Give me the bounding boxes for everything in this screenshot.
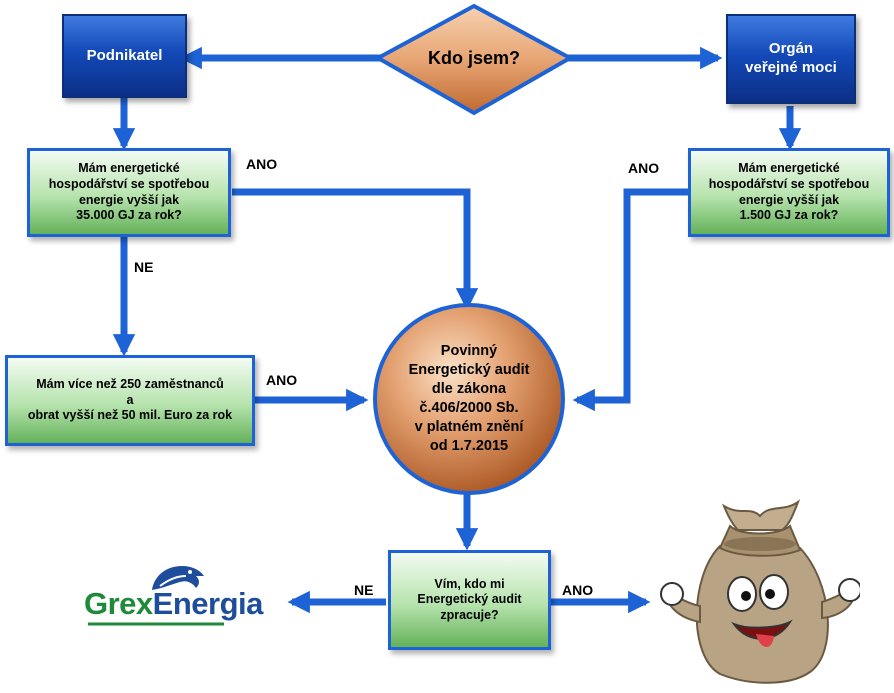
- arrow-energy-yes-to-audit: [232, 188, 479, 311]
- label-ne-know: NE: [354, 582, 374, 598]
- label-ano-employees: ANO: [266, 372, 298, 388]
- logo-wordmark: GrexEnergia: [84, 586, 263, 622]
- grexenergia-logo: GrexEnergia: [84, 560, 284, 630]
- box-know-who: Vím, kdo mi Energetický audit zpracuje?: [388, 550, 551, 650]
- question-text: Kdo jsem?: [427, 47, 520, 68]
- box-authority-energy: Mám energetické hospodářství se spotřebo…: [688, 148, 890, 237]
- box-entrepreneur-energy: Mám energetické hospodářství se spotřebo…: [27, 148, 231, 237]
- arrow-authority-yes-to-audit: [572, 188, 690, 412]
- label-ano-know: ANO: [562, 582, 594, 598]
- label-ano-entrepreneur: ANO: [246, 156, 278, 172]
- eagle-head-icon: [152, 566, 204, 590]
- label-ano-authority: ANO: [628, 160, 660, 176]
- audit-result-text: Povinný Energetický audit dle zákona č.4…: [408, 343, 530, 454]
- logo-swoosh: [88, 622, 224, 626]
- logo-text-grex: Grex: [84, 586, 153, 621]
- role-authority: Orgán veřejné moci: [726, 14, 856, 104]
- logo-text-energia: Energia: [152, 586, 264, 621]
- money-bag-mascot-icon: [660, 499, 860, 684]
- audit-circle: [373, 303, 565, 495]
- label-ne-entrepreneur: NE: [134, 259, 154, 275]
- box-employees: Mám více než 250 zaměstnanců a obrat vyš…: [5, 355, 255, 446]
- question-diamond: [373, 3, 575, 116]
- role-entrepreneur: Podnikatel: [62, 14, 187, 98]
